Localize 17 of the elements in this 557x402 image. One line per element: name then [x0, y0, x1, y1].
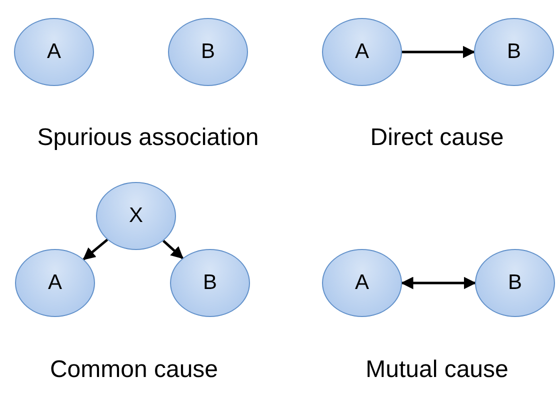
variable-label: B	[508, 271, 522, 295]
variable-label: A	[354, 271, 369, 295]
panel-caption: Mutual cause	[366, 356, 508, 384]
panel-caption: Direct cause	[370, 124, 504, 152]
panel-caption: Spurious association	[37, 124, 259, 152]
arrow	[400, 276, 476, 290]
variable-label: B	[202, 271, 217, 295]
arrow	[402, 46, 476, 58]
panel-caption: Common cause	[50, 356, 218, 384]
variable-label: A	[354, 40, 369, 64]
variable-label: X	[128, 204, 143, 228]
variable-label: B	[506, 40, 521, 64]
variable-label: A	[46, 40, 61, 64]
variable-label: B	[200, 40, 215, 64]
arrow	[162, 240, 184, 260]
variable-label: A	[48, 271, 62, 295]
arrow	[82, 238, 108, 260]
